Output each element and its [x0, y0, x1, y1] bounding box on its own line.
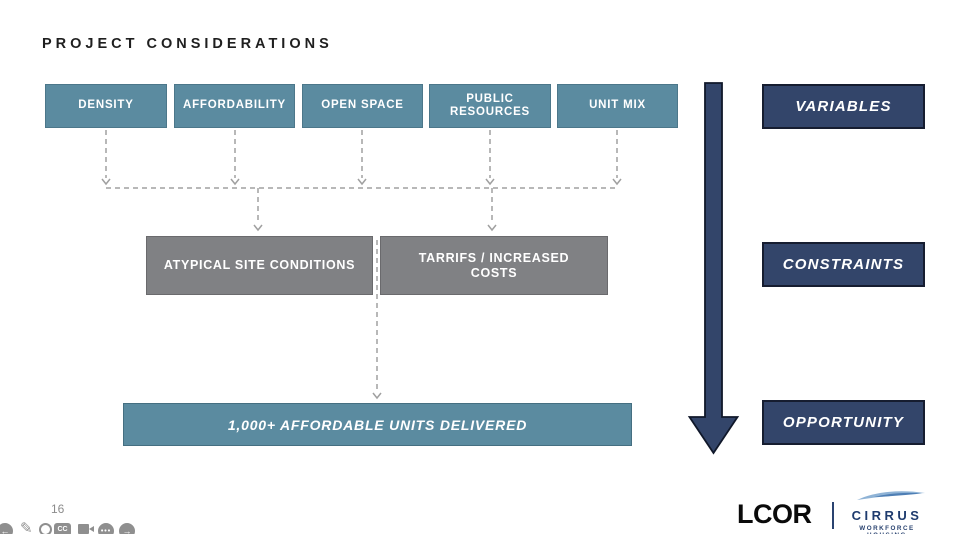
- variable-box-affordability: AFFORDABILITY: [174, 84, 295, 128]
- variable-box-density: DENSITY: [45, 84, 167, 128]
- stage-label-variables: VARIABLES: [762, 84, 925, 129]
- variable-box-open-space: OPEN SPACE: [302, 84, 423, 128]
- slide-title: PROJECT CONSIDERATIONS: [42, 36, 333, 52]
- zoom-lens: [39, 523, 52, 534]
- pen-icon[interactable]: ✎: [20, 520, 33, 534]
- page-number[interactable]: 16: [51, 502, 65, 516]
- variable-box-public-resources: PUBLIC RESOURCES: [429, 84, 551, 128]
- logo-divider: [832, 502, 834, 529]
- next-slide-icon[interactable]: →: [119, 523, 135, 534]
- camera-icon[interactable]: [78, 524, 95, 534]
- variable-box-unit-mix: UNIT MIX: [557, 84, 678, 128]
- big-down-arrow: [687, 82, 740, 455]
- constraint-box-tarrifs-costs: TARRIFS / INCREASED COSTS: [380, 236, 608, 295]
- cirrus-wordmark: CIRRUS: [851, 508, 923, 523]
- camera-body: [78, 524, 89, 534]
- captions-icon[interactable]: CC: [54, 523, 71, 534]
- zoom-icon[interactable]: [39, 523, 55, 534]
- stage-label-constraints: CONSTRAINTS: [762, 242, 925, 287]
- camera-lens: [89, 526, 94, 532]
- more-options-icon[interactable]: •••: [98, 523, 114, 534]
- lcor-logo: LCOR: [737, 499, 812, 529]
- cirrus-swoosh-icon: [857, 491, 925, 500]
- previous-slide-icon[interactable]: ←: [0, 523, 13, 534]
- outcome-bar: 1,000+ AFFORDABLE UNITS DELIVERED: [123, 403, 632, 446]
- cirrus-tagline: WORKFORCE HOUSING: [859, 525, 915, 534]
- constraint-box-site-conditions: ATYPICAL SITE CONDITIONS: [146, 236, 373, 295]
- cirrus-logo: CIRRUS WORKFORCE HOUSING: [842, 489, 932, 534]
- stage-label-opportunity: OPPORTUNITY: [762, 400, 925, 445]
